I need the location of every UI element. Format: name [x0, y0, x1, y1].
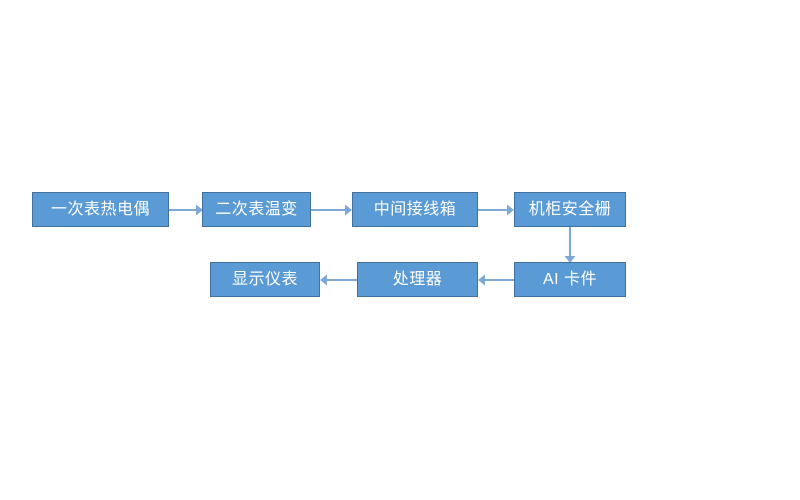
node-junction-box-label: 中间接线箱: [373, 200, 457, 218]
arrow-secondary-to-junction: [311, 199, 352, 221]
node-ai-card-label: AI 卡件: [542, 270, 598, 288]
node-cabinet-safety-barrier[interactable]: 机柜安全栅: [514, 192, 626, 227]
arrow-primary-to-secondary: [169, 199, 203, 221]
node-secondary-transmitter[interactable]: 二次表温变: [202, 192, 311, 227]
node-primary-thermocouple[interactable]: 一次表热电偶: [32, 192, 169, 227]
node-junction-box[interactable]: 中间接线箱: [352, 192, 478, 227]
node-cabinet-safety-barrier-label: 机柜安全栅: [528, 200, 612, 218]
node-primary-thermocouple-label: 一次表热电偶: [50, 200, 150, 218]
node-display-instrument[interactable]: 显示仪表: [210, 262, 320, 297]
arrow-ai-card-to-processor: [478, 269, 514, 291]
node-secondary-transmitter-label: 二次表温变: [215, 200, 298, 218]
node-processor-label: 处理器: [392, 270, 443, 288]
arrow-barrier-to-ai-card: [559, 227, 581, 263]
node-processor[interactable]: 处理器: [357, 262, 478, 297]
arrow-processor-to-display: [320, 269, 357, 291]
arrow-junction-to-barrier: [478, 199, 514, 221]
node-ai-card[interactable]: AI 卡件: [514, 262, 626, 297]
node-display-instrument-label: 显示仪表: [231, 270, 298, 288]
